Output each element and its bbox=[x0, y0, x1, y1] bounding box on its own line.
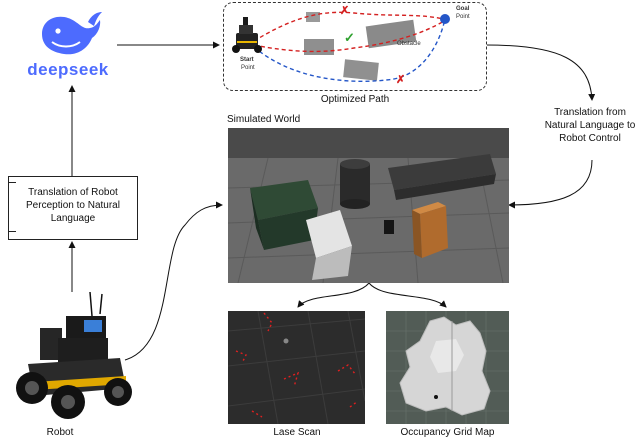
obstacle-bottom bbox=[343, 59, 379, 81]
cross-icon: ✗ bbox=[396, 74, 406, 86]
start-label: Start bbox=[240, 57, 254, 63]
white-box bbox=[306, 210, 352, 280]
obstacle-center bbox=[365, 19, 417, 49]
obstacle-left bbox=[304, 39, 334, 55]
robot-label: Robot bbox=[46, 427, 74, 438]
path-blue-bottom bbox=[253, 22, 445, 83]
path-red-top bbox=[253, 11, 445, 42]
perception-line-1: Translation of Robot bbox=[28, 187, 118, 198]
barrier bbox=[388, 154, 496, 190]
lase-scan-plot bbox=[228, 311, 365, 424]
check-icon: ✓ bbox=[344, 30, 355, 45]
simulated-world-scene bbox=[228, 128, 509, 283]
arrow-path-to-translation bbox=[485, 44, 596, 101]
arrow-robot-to-world bbox=[124, 201, 223, 361]
perception-translation-box: Translation of Robot Perception to Natur… bbox=[8, 176, 138, 240]
lase-scan-label: Lase Scan bbox=[273, 427, 321, 438]
obstacle-small bbox=[306, 12, 320, 22]
goal-label: Goal bbox=[456, 6, 470, 12]
start-sub: Point bbox=[241, 65, 255, 71]
brand-name: deepseek bbox=[27, 60, 109, 79]
arrow-world-to-occupancy bbox=[368, 282, 447, 308]
translation-nl-text: Translation from Natural Language to Rob… bbox=[540, 106, 640, 145]
whale-icon bbox=[42, 12, 102, 55]
optimized-path-box: ✗ ✓ ✗ Start Point Goal Point Obstacle bbox=[223, 2, 487, 91]
optimized-path-caption: Optimized Path bbox=[320, 94, 390, 105]
lase-scan-panel bbox=[228, 311, 365, 424]
path-red-mid bbox=[253, 20, 445, 53]
translation-nl-line-3: Robot Control bbox=[559, 133, 621, 144]
cylinder bbox=[340, 159, 370, 209]
obstacle-label: Obstacle bbox=[397, 41, 421, 47]
simulated-world-label: Simulated World bbox=[227, 114, 301, 125]
perception-line-2: Perception to Natural bbox=[26, 200, 120, 211]
perception-line-3: Language bbox=[50, 213, 96, 224]
occupancy-grid-map bbox=[386, 311, 509, 424]
simulated-world-panel bbox=[228, 128, 509, 283]
path-diagram bbox=[232, 11, 450, 83]
translation-nl-line-1: Translation from bbox=[554, 107, 626, 118]
cross-icon: ✗ bbox=[340, 5, 350, 17]
occupancy-grid-panel bbox=[386, 311, 509, 424]
perception-text: Translation of Robot Perception to Natur… bbox=[15, 186, 131, 225]
robot-image bbox=[16, 291, 132, 419]
small-object bbox=[384, 220, 394, 234]
wooden-cabinet bbox=[412, 202, 448, 258]
goal-point-icon bbox=[440, 14, 450, 24]
dumpster bbox=[250, 180, 318, 250]
robot-icon bbox=[232, 17, 262, 53]
arrow-translation-to-world bbox=[508, 159, 593, 209]
goal-sub: Point bbox=[456, 14, 470, 20]
translation-nl-line-2: Natural Language to bbox=[544, 120, 636, 131]
occupancy-label: Occupancy Grid Map bbox=[400, 427, 495, 438]
arrow-world-to-scan bbox=[297, 282, 370, 308]
